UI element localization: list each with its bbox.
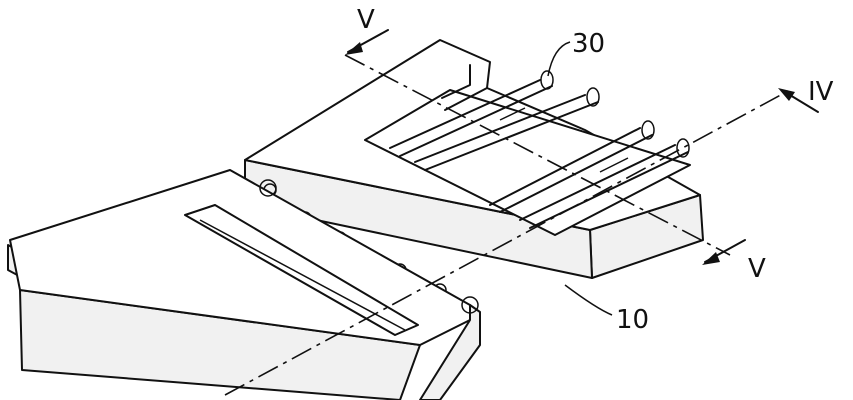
section-line-v [344,54,731,256]
label-30: 30 [572,29,605,59]
cables-30 [389,70,690,229]
cover [7,169,481,400]
section-line-iv [224,89,791,396]
section-lines [224,54,791,396]
label-v-bottom: V [748,254,766,284]
section-arrows [345,29,819,316]
label-10: 10 [616,305,649,335]
leader-10 [564,284,613,316]
housing-10 [244,39,704,297]
leader-30 [547,41,571,77]
label-v-top: V [357,5,375,35]
label-iv: IV [808,77,834,107]
